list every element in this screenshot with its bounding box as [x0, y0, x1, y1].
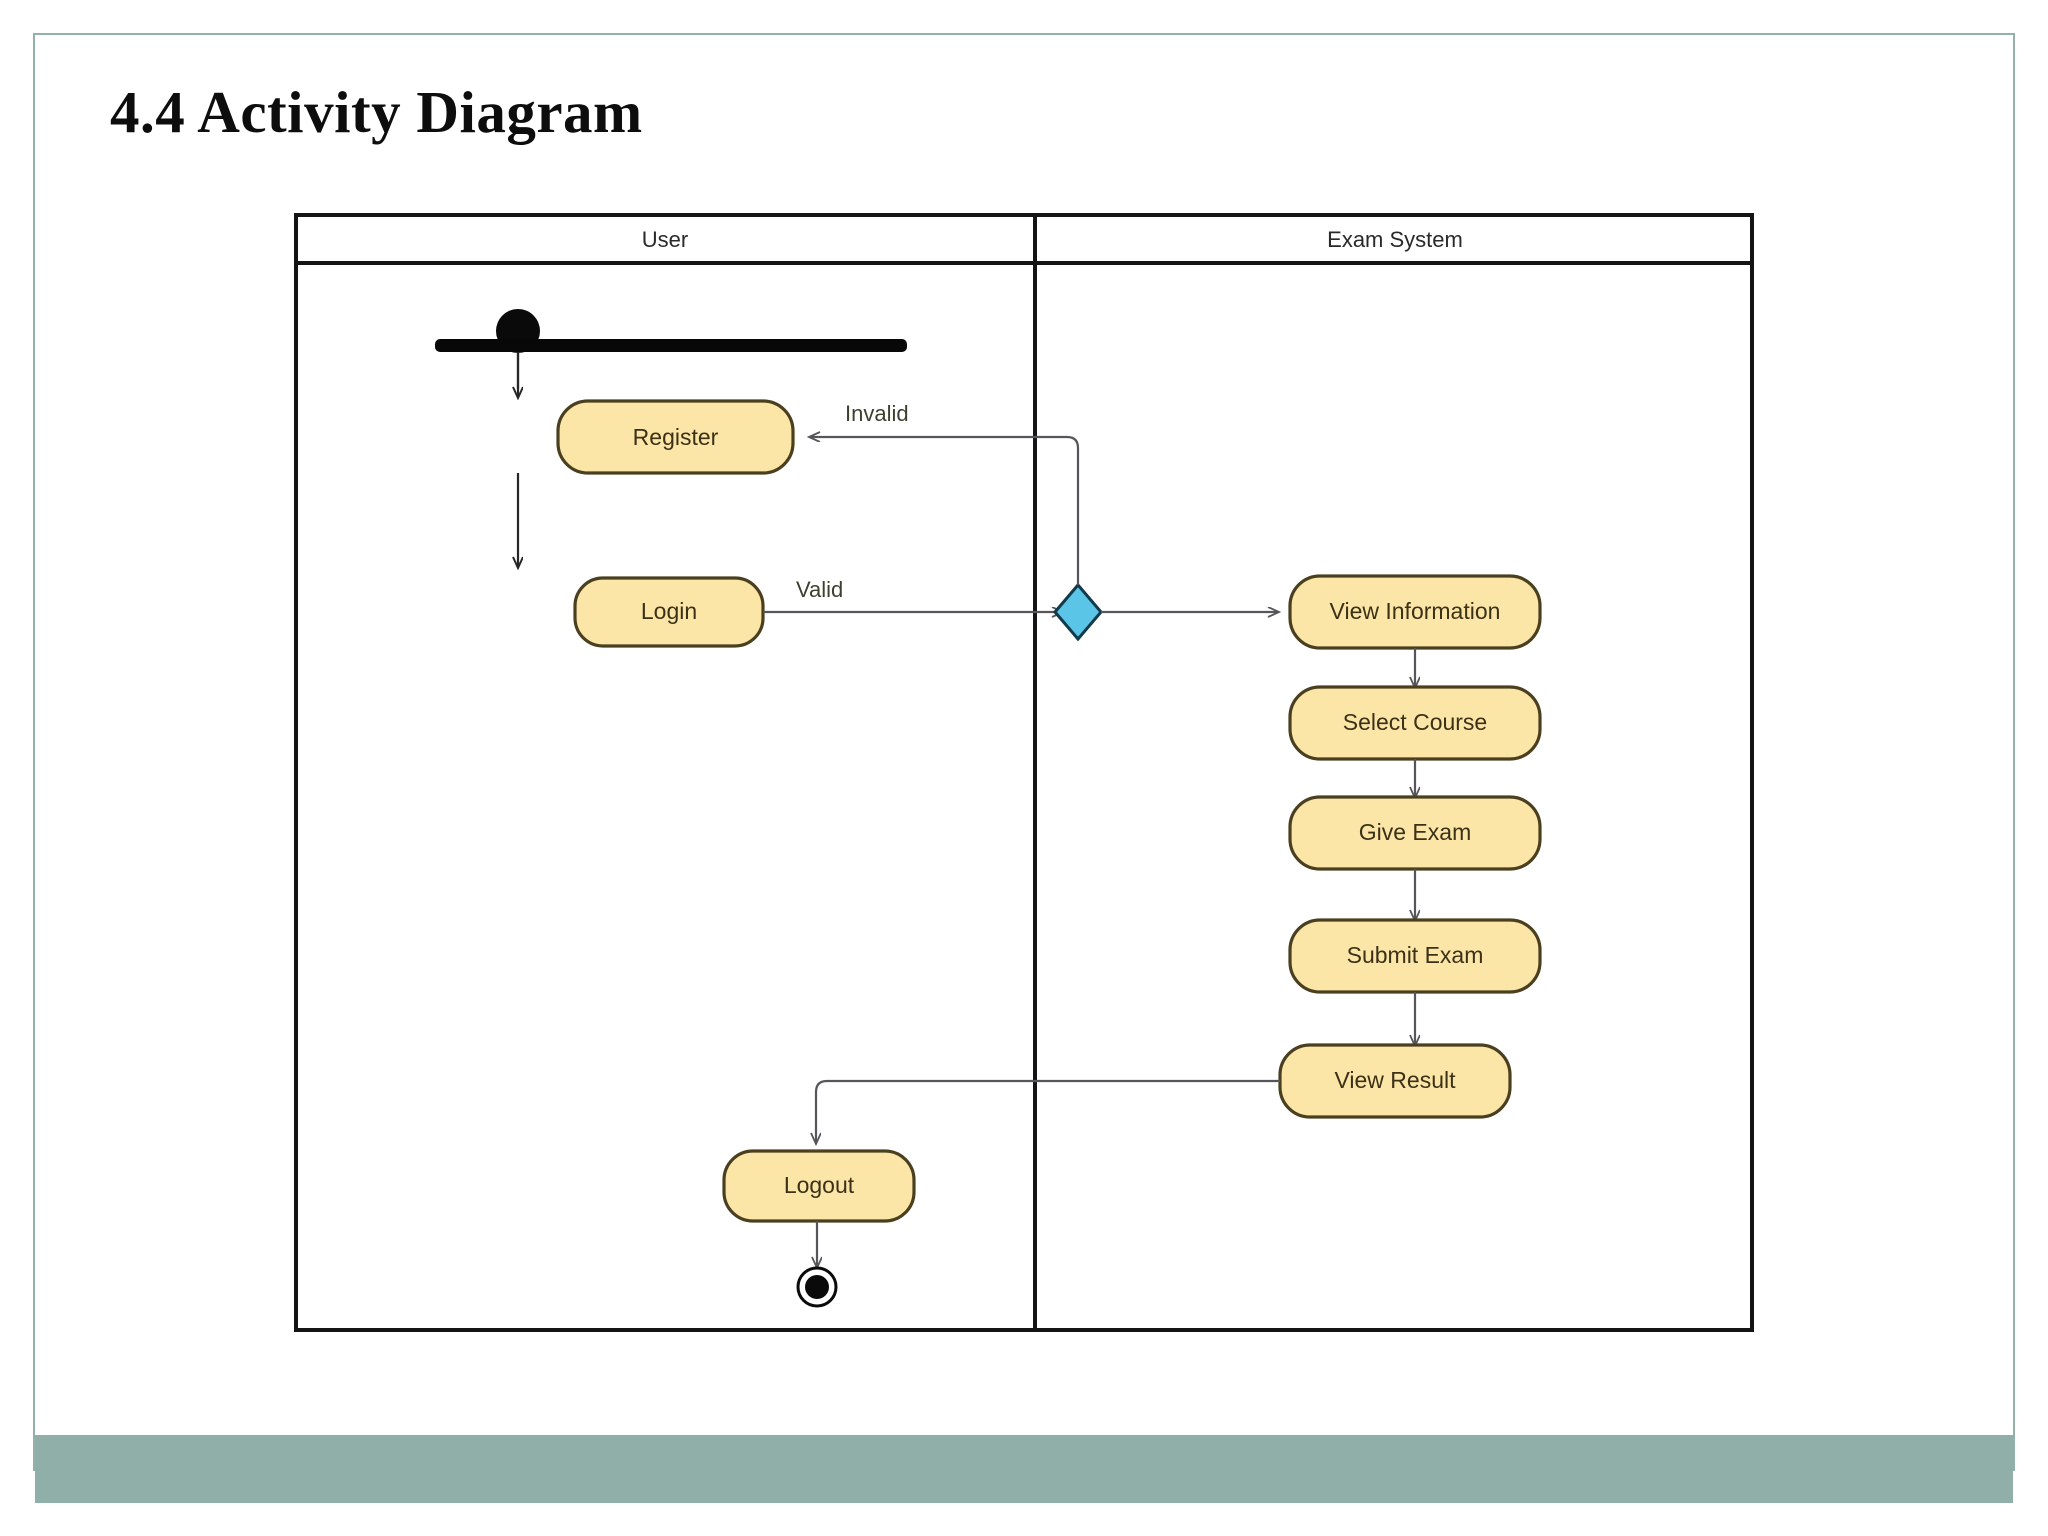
- node-view-result-label: View Result: [1334, 1067, 1456, 1093]
- edge-label-invalid: Invalid: [845, 401, 909, 426]
- edge-decision-to-register-invalid: [810, 437, 1080, 585]
- activity-diagram-container: User Exam System Register: [290, 205, 1760, 1345]
- lane-title-user: User: [642, 227, 688, 252]
- fork-bar: [435, 339, 907, 352]
- footer-accent-band: [35, 1435, 2013, 1503]
- activity-diagram-svg: User Exam System Register: [294, 213, 1754, 1332]
- node-give-exam-label: Give Exam: [1359, 819, 1471, 845]
- lane-title-exam-system: Exam System: [1327, 227, 1463, 252]
- diagram-outer-border: [294, 213, 1754, 1332]
- page-title: 4.4 Activity Diagram: [110, 79, 643, 145]
- node-logout[interactable]: Logout: [722, 1149, 916, 1223]
- node-register[interactable]: Register: [556, 399, 795, 475]
- node-view-result[interactable]: View Result: [1278, 1043, 1512, 1119]
- node-view-information[interactable]: View Information: [1288, 574, 1542, 650]
- node-submit-exam[interactable]: Submit Exam: [1288, 918, 1542, 994]
- edge-label-valid: Valid: [796, 577, 843, 602]
- node-submit-exam-label: Submit Exam: [1347, 942, 1484, 968]
- node-logout-label: Logout: [784, 1172, 855, 1198]
- node-login[interactable]: Login: [573, 576, 765, 648]
- node-give-exam[interactable]: Give Exam: [1288, 795, 1542, 871]
- node-select-course[interactable]: Select Course: [1288, 685, 1542, 761]
- final-node: [796, 1266, 838, 1308]
- decision-node[interactable]: [1053, 582, 1103, 642]
- node-view-information-label: View Information: [1330, 598, 1501, 624]
- swimlane-frame: [294, 213, 1754, 1332]
- node-select-course-label: Select Course: [1343, 709, 1487, 735]
- node-login-label: Login: [641, 598, 697, 624]
- node-register-label: Register: [633, 424, 719, 450]
- edge-view-result-to-logout: [816, 1079, 1280, 1143]
